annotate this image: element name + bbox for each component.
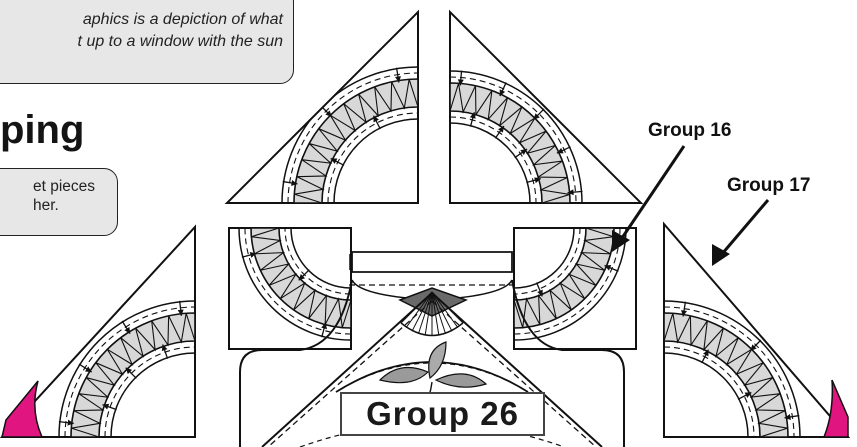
callout-line-2: t up to a window with the sun (0, 31, 283, 53)
corner-accent (824, 380, 848, 437)
section-heading: ping (0, 106, 84, 154)
callout-line-1: aphics is a depiction of what (0, 9, 283, 31)
note-line-2: her. (33, 196, 117, 215)
note-line-1: et pieces (33, 177, 117, 196)
group-17-label: Group 17 (727, 175, 810, 197)
group-26-label: Group 26 (340, 392, 545, 436)
block-right (664, 224, 848, 437)
group-16-label: Group 16 (648, 120, 731, 142)
info-callout: aphics is a depiction of what t up to a … (0, 0, 294, 84)
pointer-arrow-group-17 (712, 200, 768, 266)
block-left (2, 227, 195, 437)
block-top-right (450, 12, 641, 203)
note-callout: et pieces her. (0, 168, 118, 236)
